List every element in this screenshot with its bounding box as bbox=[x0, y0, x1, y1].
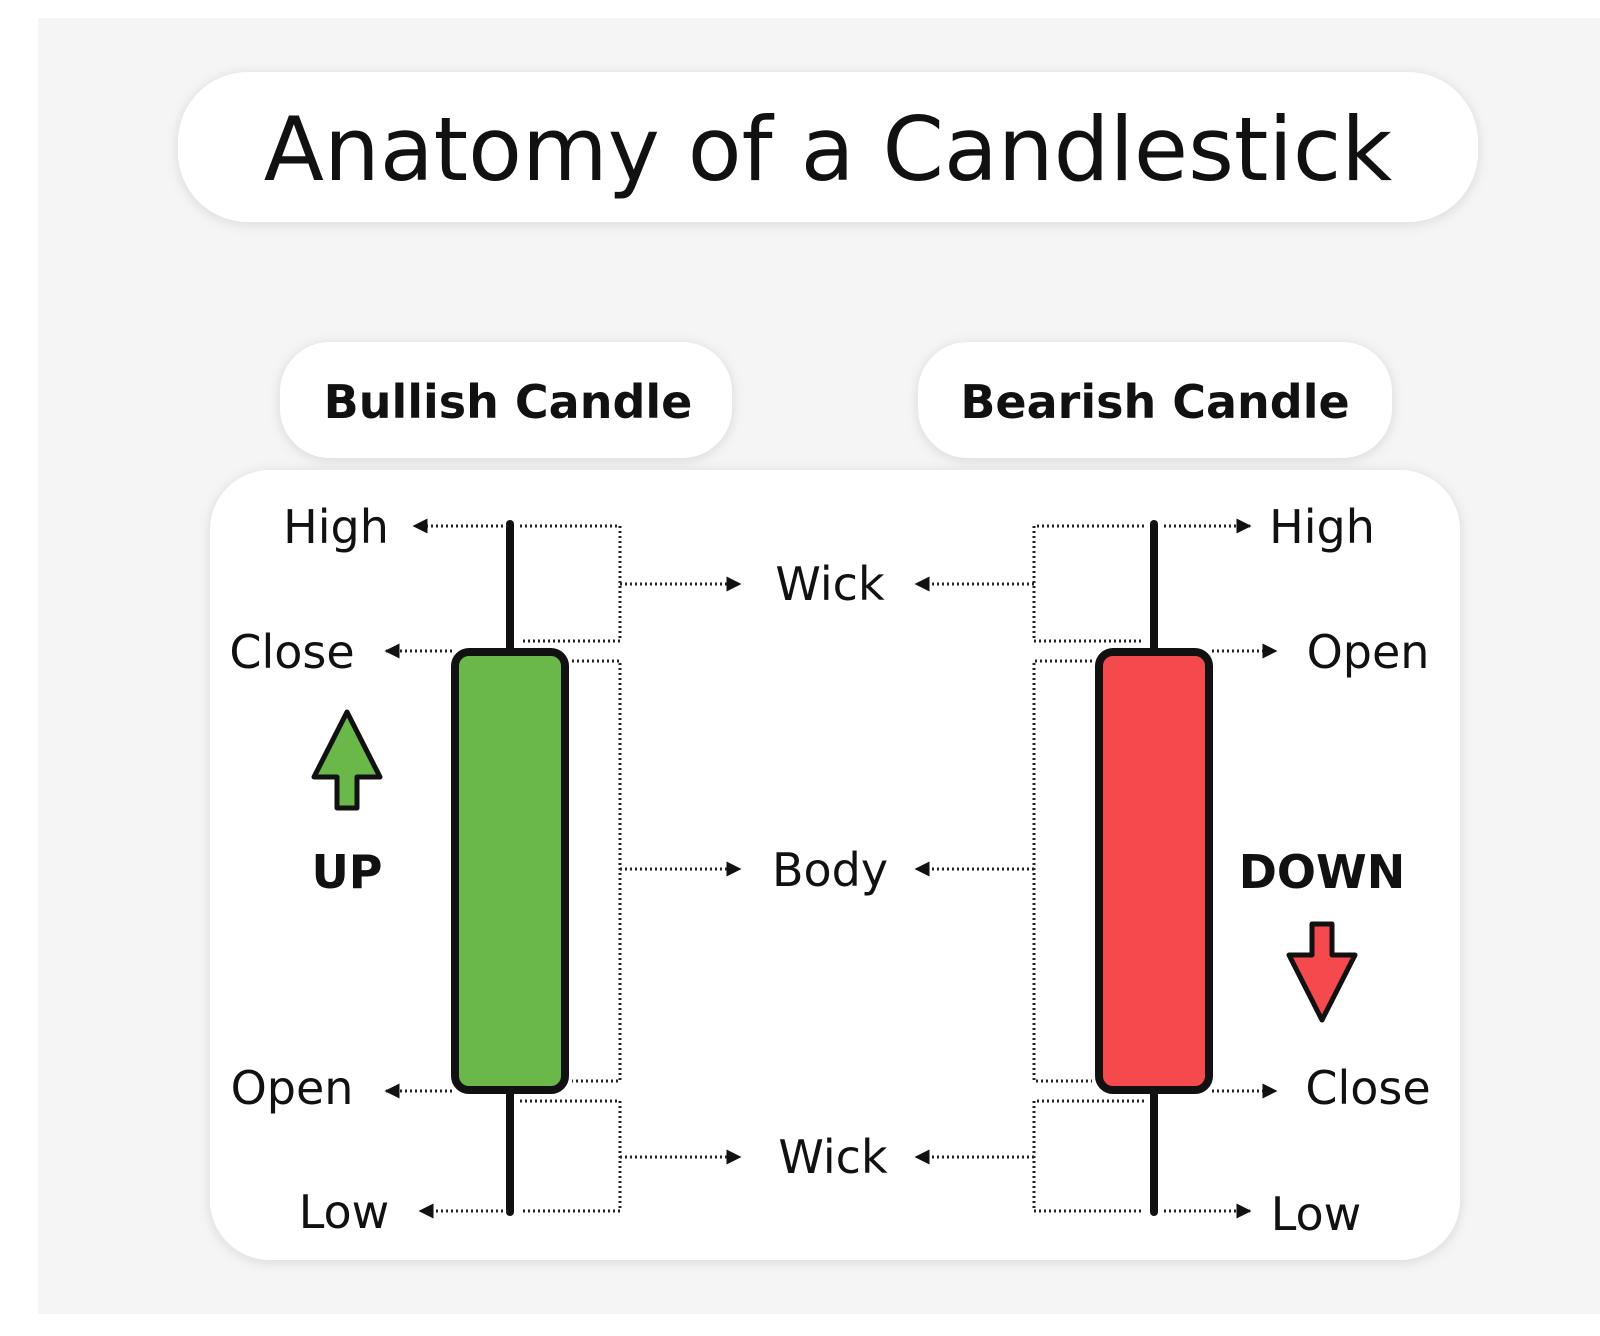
bearish-candle bbox=[1095, 520, 1213, 1216]
body-label: Body bbox=[772, 843, 888, 897]
bullish-candle-header: Bullish Candle bbox=[324, 375, 693, 429]
lower-wick-label: Wick bbox=[778, 1130, 888, 1184]
bearish-direction-label: DOWN bbox=[1239, 845, 1406, 899]
title-card bbox=[178, 72, 1478, 222]
bullish-direction-label: UP bbox=[311, 845, 382, 899]
bullish-open-label: Open bbox=[231, 1061, 354, 1115]
bullish-high-label: High bbox=[283, 500, 389, 554]
bullish-body bbox=[451, 648, 569, 1094]
bearish-candle-header: Bearish Candle bbox=[960, 375, 1349, 429]
bearish-close-label: Close bbox=[1305, 1061, 1430, 1115]
bullish-header-card bbox=[280, 342, 732, 458]
diagram-title: Anatomy of a Candlestick bbox=[264, 98, 1392, 201]
bearish-header-card bbox=[918, 342, 1392, 458]
bullish-candle bbox=[451, 520, 569, 1216]
bearish-open-label: Open bbox=[1307, 625, 1430, 679]
bearish-low-label: Low bbox=[1271, 1187, 1362, 1241]
bullish-close-label: Close bbox=[229, 625, 354, 679]
bearish-body bbox=[1095, 648, 1213, 1094]
bearish-high-label: High bbox=[1269, 500, 1375, 554]
down-arrow-icon bbox=[1286, 921, 1358, 1023]
bullish-low-label: Low bbox=[299, 1185, 390, 1239]
upper-wick-label: Wick bbox=[775, 557, 885, 611]
up-arrow-icon bbox=[311, 709, 383, 811]
